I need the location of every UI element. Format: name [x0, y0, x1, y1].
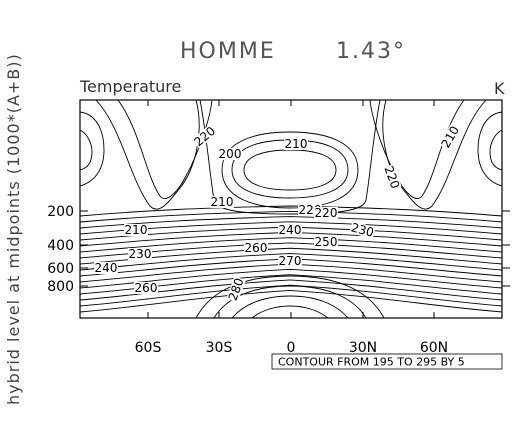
variable-label: Temperature: [79, 77, 181, 96]
contour-label: 220: [381, 163, 402, 191]
contour-label-text: 240: [279, 223, 302, 237]
contour-label: 210: [284, 137, 308, 151]
contour-label-text: 210: [438, 124, 462, 151]
contour-line: [477, 111, 503, 187]
chart-resolution: 1.43°: [336, 39, 406, 64]
contour-line: [79, 111, 105, 187]
contour-label-text: 280: [226, 276, 247, 302]
y-tick-label: 400: [47, 238, 74, 254]
contour-label-text: 270: [279, 254, 302, 268]
y-ticks: 200 400 600 800: [47, 204, 510, 295]
contour-label: 210: [210, 195, 234, 209]
contour-label-text: 230: [350, 220, 376, 239]
contour-label: 200: [218, 147, 242, 161]
contour-line: [79, 205, 503, 217]
contour-label-text: 220: [191, 124, 218, 149]
contour-line: [231, 139, 349, 199]
contour-line: [95, 99, 200, 210]
contour-label: 220: [314, 206, 338, 220]
contour-line: [79, 237, 503, 253]
contour-line: [199, 99, 381, 215]
contour-label-text: 220: [381, 164, 402, 190]
y-tick-label: 600: [47, 261, 74, 277]
contour-line: [79, 290, 503, 313]
contour-label-text: 250: [315, 235, 338, 249]
contour-line: [251, 305, 329, 319]
contour-label: 240: [278, 223, 302, 237]
contour-label: 230: [128, 247, 152, 261]
x-tick-label: 60N: [420, 340, 448, 356]
contour-label-text: 210: [125, 223, 148, 237]
x-tick-label: 0: [287, 340, 296, 356]
contour-label-text: 260: [245, 241, 268, 255]
contour-label: 280: [226, 275, 247, 303]
contour-line: [79, 129, 93, 171]
y-axis-label: hybrid level at midpoints (1000*(A+B)): [4, 53, 23, 405]
contour-label-text: 220: [315, 206, 338, 220]
contour-label: 230: [349, 220, 376, 240]
y-tick-label: 200: [47, 204, 74, 220]
contour-line: [221, 131, 359, 209]
contour-line: [79, 284, 503, 307]
contour-line: [79, 216, 503, 229]
contour-label: 270: [278, 254, 302, 268]
contour-line: [79, 210, 503, 223]
units-label: K: [494, 79, 505, 98]
contour-line: [382, 99, 487, 210]
contour-label: 250: [314, 235, 338, 249]
contour-line: [195, 275, 385, 319]
contour-label-text: 240: [95, 261, 118, 275]
x-ticks: 60S 30S 0 30N 60N: [135, 100, 448, 356]
contour-label: 240: [94, 261, 118, 275]
contour-line: [117, 99, 213, 199]
contour-label-text: 200: [219, 147, 242, 161]
contour-label: 210: [124, 223, 148, 237]
contour-label: 220: [191, 124, 218, 149]
contour-info-box: [271, 353, 503, 370]
x-tick-label: 30S: [206, 340, 233, 356]
contour-label: 260: [134, 281, 158, 295]
x-tick-label: 30N: [349, 340, 377, 356]
contour-label-text: 230: [129, 247, 152, 261]
contour-line: [489, 129, 503, 171]
contour-label: 260: [244, 241, 268, 255]
chart-title: HOMME: [180, 39, 276, 64]
contour-line: [231, 295, 349, 319]
contour-info-text: CONTOUR FROM 195 TO 295 BY 5: [278, 356, 465, 369]
contour-label-text: 210: [285, 137, 308, 151]
x-tick-label: 60S: [135, 340, 162, 356]
contour-line: [213, 285, 367, 319]
contour-line: [243, 149, 337, 191]
y-tick-label: 800: [47, 279, 74, 295]
contour-line: [79, 253, 503, 271]
contour-label-text: 260: [135, 281, 158, 295]
contour-label-text: 210: [211, 195, 234, 209]
